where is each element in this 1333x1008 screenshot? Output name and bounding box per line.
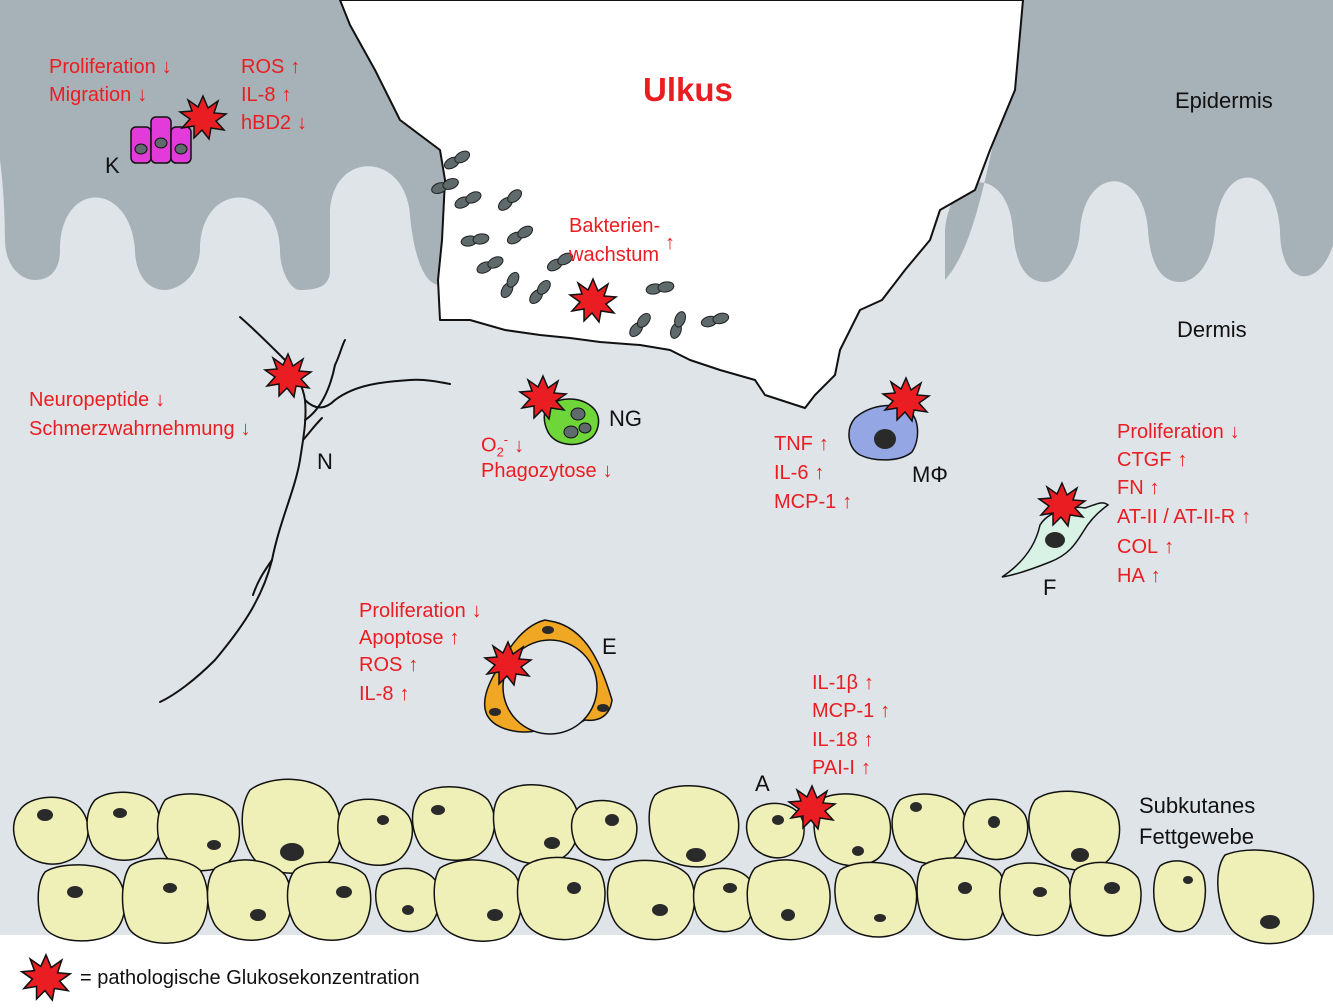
bacteria-effect-line2: wachstum↑	[569, 232, 676, 266]
keratinocyte-cluster	[130, 116, 192, 164]
endothelial-effect: ROS↑	[359, 654, 419, 676]
epidermis-label: Epidermis	[1175, 88, 1273, 113]
legend-text: = pathologische Glukosekonzentration	[80, 967, 420, 989]
epidermis-right	[945, 0, 1333, 282]
cell-label-adipocyte: A	[755, 771, 770, 796]
ulcer-title: Ulkus	[643, 71, 733, 108]
epidermis-left	[0, 0, 450, 290]
dermis-label: Dermis	[1177, 317, 1247, 342]
neutrophil-effect: Phagozytose↓	[481, 460, 613, 482]
cell-label-keratinocyte: K	[105, 153, 120, 178]
macrophage-effect: MCP-1↑	[774, 491, 853, 513]
endothelial-effect: IL-8↑	[359, 683, 410, 705]
fibroblast-effect: FN↑	[1117, 477, 1160, 499]
subcutis-label-2: Fettgewebe	[1139, 824, 1254, 849]
endothelial-effect: Apoptose↑	[359, 627, 460, 649]
keratinocyte-effect: Migration↓	[49, 84, 148, 106]
keratinocyte-effect: ROS↑	[241, 56, 301, 78]
nerve-effect: Schmerzwahrnehmung↓	[29, 418, 251, 440]
cell-label-macrophage: MΦ	[912, 462, 948, 487]
keratinocyte-effect: IL-8↑	[241, 84, 292, 106]
fibroblast-effect: Proliferation↓	[1117, 421, 1240, 443]
macrophage-effect: IL-6↑	[774, 462, 825, 484]
adipocyte-effect: IL-18↑	[812, 729, 874, 751]
legend-burst-icon	[21, 954, 71, 1001]
fibroblast-effect: COL↑	[1117, 536, 1175, 558]
adipocyte-layer	[12, 778, 1315, 945]
adipocyte-nuclei	[37, 802, 1280, 929]
fibroblast-effect: HA↑	[1117, 565, 1161, 587]
neutrophil-cell	[543, 398, 600, 446]
cell-label-fibroblast: F	[1043, 575, 1057, 600]
fibroblast-cell	[1001, 502, 1110, 578]
cell-label-neutrophil: NG	[609, 406, 642, 431]
fibroblast-effect: AT-II / AT-II-R↑	[1117, 506, 1252, 528]
keratinocyte-effect: Proliferation↓	[49, 56, 172, 78]
endothelial-effect: Proliferation↓	[359, 600, 482, 622]
keratinocyte-effect: hBD2↓	[241, 112, 308, 134]
fibroblast-effect: CTGF↑	[1117, 449, 1188, 471]
cell-label-endothelial: E	[602, 634, 617, 659]
neutrophil-effect: O2-↓	[481, 432, 525, 460]
ulcer-cavity	[339, 0, 1024, 409]
adipocyte-effect: IL-1β↑	[812, 672, 874, 694]
nerve-effect: Neuropeptide↓	[29, 389, 166, 411]
adipocyte-effect: MCP-1↑	[812, 700, 891, 722]
subcutis-label-1: Subkutanes	[1139, 793, 1256, 818]
bacteria-effect-line1: Bakterien-	[569, 215, 661, 237]
macrophage-cell	[848, 404, 919, 461]
cell-label-nerve: N	[317, 449, 333, 474]
macrophage-effect: TNF↑	[774, 433, 829, 455]
adipocyte-effect: PAI-I↑	[812, 757, 871, 779]
